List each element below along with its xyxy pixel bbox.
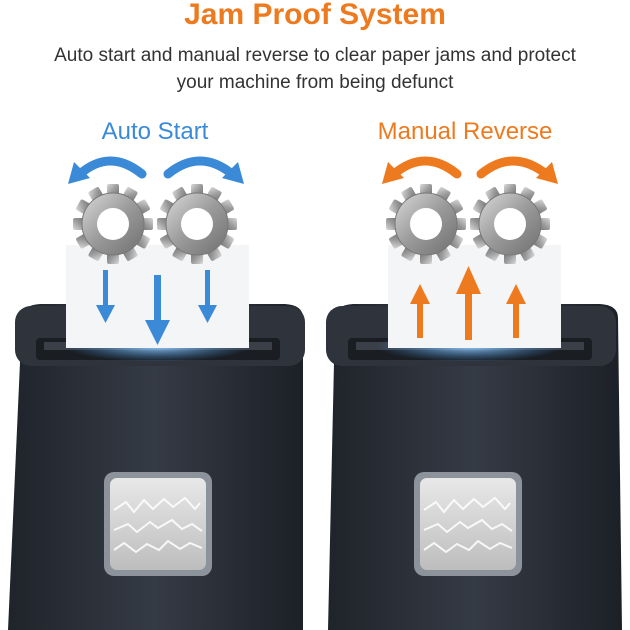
auto-start-label: Auto Start (101, 118, 209, 145)
page-title: Jam Proof System (184, 0, 446, 31)
rotation-arrow-icon (382, 156, 558, 184)
up-arrow-icon (410, 266, 526, 340)
manual-reverse-label: Manual Reverse (377, 118, 553, 145)
left-shredder (8, 245, 305, 630)
page-subtitle: Auto start and manual reverse to clear p… (54, 45, 576, 93)
rotation-arrow-icon (68, 156, 244, 184)
right-shredder (326, 245, 622, 630)
down-arrow-icon (96, 270, 217, 345)
